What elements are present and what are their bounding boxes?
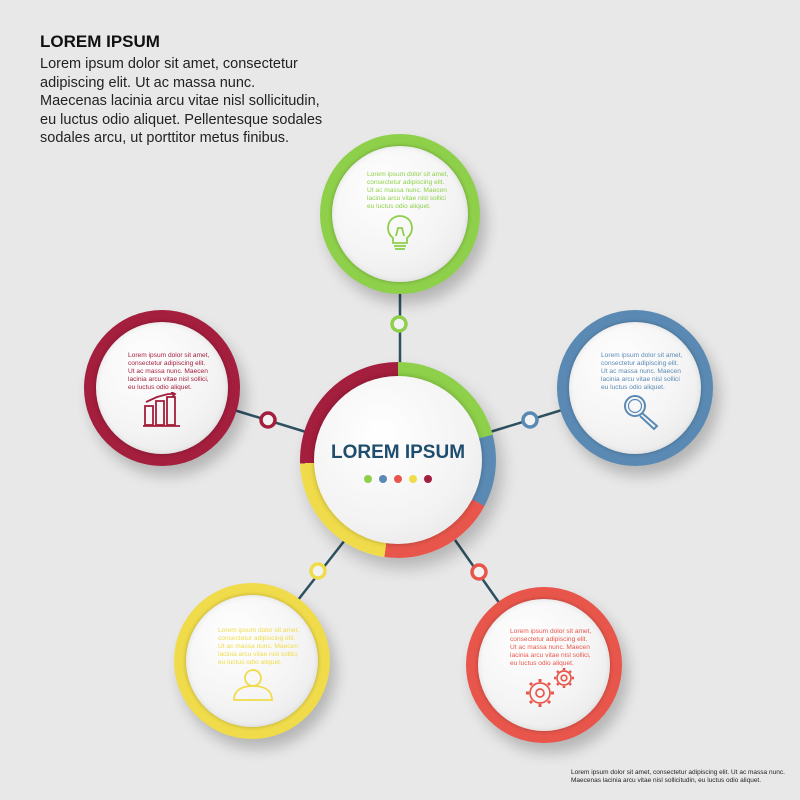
node-text-line: consectetur adipiscing elit. (218, 635, 296, 642)
center-hub: LOREM IPSUM (300, 362, 496, 558)
node-orange-text: Lorem ipsum dolor sit amet, consectetur … (510, 628, 591, 668)
node-text-line: eu luctus odio aliquet. (601, 384, 665, 391)
connector-node-yellow (309, 562, 327, 580)
node-blue-text: Lorem ipsum dolor sit amet, consectetur … (601, 352, 682, 392)
node-red-face (96, 322, 228, 454)
connector-node-orange (470, 563, 488, 581)
node-text-line: eu luctus odio aliquet. (218, 659, 282, 666)
node-text-line: lacinia arcu vitae nisl sollici (601, 376, 680, 383)
gears-icon (526, 668, 574, 707)
color-dot (394, 475, 402, 483)
node-text-line: lacinia arcu vitae nisl sollici, (510, 652, 591, 659)
center-color-dots (300, 475, 496, 483)
node-orange-face (478, 599, 610, 731)
node-text-line: Lorem ipsum dolor sit amet, (218, 627, 300, 634)
connector-node-green (390, 315, 408, 333)
node-blue-face (569, 322, 701, 454)
intro-line: adipiscing elit. Ut ac massa nunc. (40, 74, 256, 91)
intro-line: sodales arcu, ut porttitor metus finibus… (40, 130, 290, 146)
node-text-line: Lorem ipsum dolor sit amet, (367, 171, 449, 178)
node-text-line: Ut ac massa nunc. Maecen (218, 643, 298, 650)
color-dot (424, 475, 432, 483)
node-yellow-face (186, 595, 318, 727)
node-text-line: Lorem ipsum dolor sit amet, (601, 352, 683, 359)
center-title: LOREM IPSUM (330, 442, 466, 463)
color-dot (409, 475, 417, 483)
node-text-line: consectetur adipiscing elit. (128, 360, 206, 367)
node-text-line: Lorem ipsum dolor sit amet, (510, 628, 592, 635)
node-red-text: Lorem ipsum dolor sit amet, consectetur … (128, 352, 209, 392)
intro-line: Maecenas lacinia arcu vitae nisl sollici… (40, 93, 320, 109)
node-green: Lorem ipsum dolor sit amet, consectetur … (320, 134, 480, 294)
node-text-line: eu luctus odio aliquet. (128, 384, 192, 391)
color-dot (364, 475, 372, 483)
node-blue: Lorem ipsum dolor sit amet, consectetur … (557, 310, 713, 466)
node-text-line: eu luctus odio aliquet. (510, 660, 574, 667)
node-yellow-text: Lorem ipsum dolor sit amet, consectetur … (218, 627, 299, 667)
bar-chart-icon (143, 392, 180, 427)
node-text-line: consectetur adipiscing elit. (601, 360, 679, 367)
node-text-line: lacinia arcu vitae nisl sollici (367, 195, 446, 202)
magnifier-icon (624, 395, 659, 431)
node-green-text: Lorem ipsum dolor sit amet, consectetur … (367, 171, 448, 211)
node-green-face (332, 146, 468, 282)
node-text-line: Ut ac massa nunc. Maecen (367, 187, 447, 194)
footer-line: Maecenas lacinia arcu vitae nisl sollici… (571, 777, 762, 784)
intro-line: Lorem ipsum dolor sit amet, consectetur (40, 56, 298, 72)
page-title: LOREM IPSUM (40, 32, 160, 51)
user-icon (233, 669, 273, 701)
node-text-line: lacinia arcu vitae nisl sollici, (218, 651, 299, 658)
intro-line: eu luctus odio aliquet. Pellentesque sod… (40, 111, 323, 128)
intro-text: Lorem ipsum dolor sit amet, consectetur … (40, 55, 340, 148)
color-dot (379, 475, 387, 483)
node-text-line: consectetur adipiscing elit. (510, 636, 588, 643)
node-yellow: Lorem ipsum dolor sit amet, consectetur … (174, 583, 330, 739)
node-text-line: consectetur adipiscing elit. (367, 179, 445, 186)
connector-node-red (259, 411, 277, 429)
footer-line: Lorem ipsum dolor sit amet, consectetur … (571, 769, 785, 776)
connector-node-blue (521, 411, 539, 429)
lightbulb-icon (387, 215, 413, 250)
node-text-line: Ut ac massa nunc. Maecen (510, 644, 590, 651)
node-orange: Lorem ipsum dolor sit amet, consectetur … (466, 587, 622, 743)
node-text-line: lacinia arcu vitae nisl sollici, (128, 376, 209, 383)
node-text-line: Ut ac massa nunc. Maecen (128, 368, 208, 375)
footer-text: Lorem ipsum dolor sit amet, consectetur … (571, 769, 785, 785)
node-text-line: Lorem ipsum dolor sit amet, (128, 352, 210, 359)
center-hub-face (314, 376, 482, 544)
node-red: Lorem ipsum dolor sit amet, consectetur … (84, 310, 240, 466)
node-text-line: eu luctus odio aliquet. (367, 203, 431, 210)
node-text-line: Ut ac massa nunc. Maecen (601, 368, 681, 375)
